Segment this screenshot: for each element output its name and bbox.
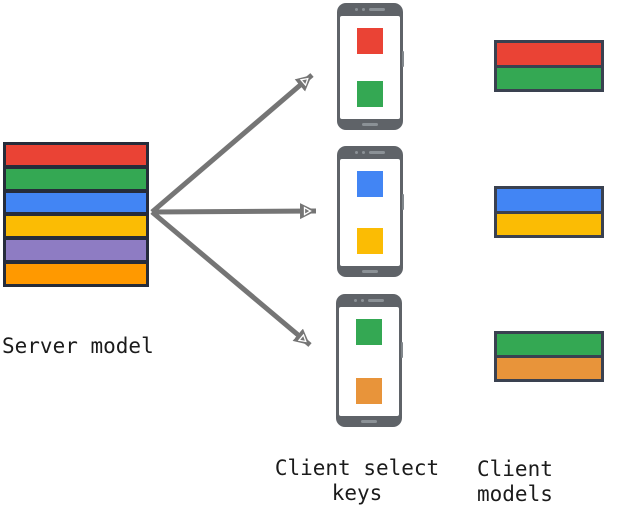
- client-select-keys-label: Client select keys: [274, 456, 452, 505]
- select-key-red: [357, 28, 383, 54]
- server-layer-blue: [6, 192, 146, 213]
- server-layer-orange: [6, 264, 146, 284]
- speaker-slot-icon: [361, 420, 377, 423]
- model-layer-red: [497, 43, 601, 65]
- select-key-yellow: [357, 228, 383, 254]
- model-layer-blue: [497, 189, 601, 211]
- client-phone-3: [336, 294, 403, 427]
- server-model-box: [3, 142, 149, 287]
- camera-dot-icon: [362, 151, 365, 154]
- client-model-3: [494, 331, 604, 382]
- phone-screen-1: [340, 16, 400, 119]
- client-models-label: Client models: [477, 457, 566, 506]
- phone-top-bezel: [340, 3, 400, 16]
- server-layer-green: [6, 168, 146, 189]
- server-layer-red: [6, 145, 146, 165]
- server-layer-yellow: [6, 216, 146, 237]
- select-key-green: [357, 81, 383, 107]
- model-layer-green: [497, 67, 601, 89]
- camera-dot-icon: [362, 8, 365, 11]
- arrow-server-to-client-3: [150, 210, 312, 347]
- server-layer-purple: [6, 240, 146, 261]
- speaker-slot-icon: [362, 270, 378, 273]
- select-key-blue: [357, 171, 383, 197]
- model-layer-green: [497, 334, 601, 355]
- phone-side-button-icon: [402, 51, 404, 67]
- model-layer-yellow: [497, 213, 601, 235]
- select-key-orange_muted: [356, 378, 382, 404]
- phone-bottom-bezel: [340, 119, 400, 130]
- phone-bottom-bezel: [340, 266, 400, 277]
- speaker-slot-icon: [368, 299, 384, 302]
- client-phone-1: [337, 3, 404, 130]
- client-phone-2: [337, 146, 404, 277]
- camera-dot-icon: [354, 299, 357, 302]
- camera-dot-icon: [355, 8, 358, 11]
- phone-bottom-bezel: [339, 416, 399, 427]
- arrow-server-to-client-1: [150, 73, 314, 214]
- speaker-slot-icon: [362, 123, 378, 126]
- phone-top-bezel: [340, 146, 400, 159]
- select-key-green: [356, 319, 382, 345]
- phone-screen-2: [340, 159, 400, 266]
- client-model-2: [494, 186, 604, 238]
- client-model-1: [494, 40, 604, 92]
- camera-dot-icon: [361, 299, 364, 302]
- arrow-server-to-client-2: [151, 203, 317, 220]
- server-model-label: Server model: [2, 334, 154, 358]
- phone-top-bezel: [339, 294, 399, 307]
- phone-screen-3: [339, 307, 399, 416]
- model-layer-orange_muted: [497, 358, 601, 379]
- phone-side-button-icon: [401, 342, 403, 358]
- speaker-slot-icon: [369, 8, 385, 11]
- camera-dot-icon: [355, 151, 358, 154]
- speaker-slot-icon: [369, 151, 385, 154]
- phone-side-button-icon: [402, 194, 404, 210]
